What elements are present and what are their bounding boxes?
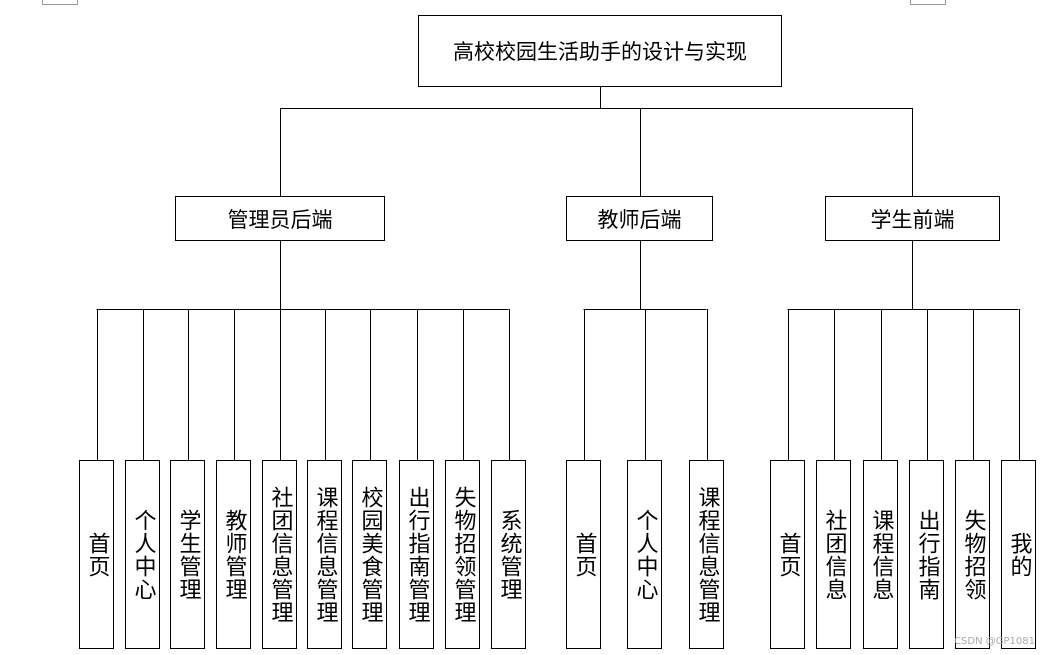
root-title-box: 高校校园生活助手的设计与实现	[418, 15, 782, 87]
leaf-box-teacher-1: 个人中心	[627, 460, 662, 649]
leaf-box-student-5: 我的	[1001, 460, 1036, 649]
leaf-box-admin-5: 课程信息管理	[307, 460, 342, 649]
leaf-box-student-2: 课程信息	[863, 460, 898, 649]
leaf-label: 出行指南管理	[404, 485, 430, 624]
leaf-box-student-3: 出行指南	[909, 460, 944, 649]
group-box-teacher: 教师后端	[566, 196, 713, 241]
leaf-label: 校园美食管理	[357, 485, 383, 624]
page-corner-left	[42, 0, 78, 5]
leaf-box-student-0: 首页	[770, 460, 805, 649]
leaf-box-admin-4: 社团信息管理	[262, 460, 297, 649]
group-label-admin: 管理员后端	[227, 207, 333, 232]
group-label-teacher: 教师后端	[597, 207, 682, 232]
leaf-label: 系统管理	[496, 508, 522, 601]
leaf-box-admin-7: 出行指南管理	[399, 460, 434, 649]
watermark: CSDN @GP1081	[954, 636, 1035, 647]
leaf-box-admin-6: 校园美食管理	[352, 460, 387, 649]
leaf-label: 教师管理	[221, 508, 247, 601]
leaf-label: 首页	[571, 531, 597, 578]
leaf-label: 课程信息管理	[312, 485, 338, 624]
leaf-box-admin-9: 系统管理	[491, 460, 526, 649]
leaf-label: 学生管理	[175, 508, 201, 601]
leaf-label: 课程信息	[868, 508, 894, 601]
leaf-box-admin-8: 失物招领管理	[445, 460, 480, 649]
leaf-box-student-1: 社团信息	[816, 460, 851, 649]
leaf-label: 社团信息管理	[267, 485, 293, 624]
leaf-box-admin-0: 首页	[79, 460, 114, 649]
leaf-label: 个人中心	[130, 508, 156, 601]
group-box-admin: 管理员后端	[175, 196, 385, 241]
group-label-student: 学生前端	[870, 207, 955, 232]
root-title-text: 高校校园生活助手的设计与实现	[453, 40, 747, 64]
leaf-label: 出行指南	[914, 508, 940, 601]
leaf-label: 首页	[84, 531, 110, 578]
leaf-label: 我的	[1006, 531, 1032, 578]
group-box-student: 学生前端	[825, 196, 1000, 241]
leaf-label: 社团信息	[821, 508, 847, 601]
leaf-label: 个人中心	[632, 508, 658, 601]
leaf-box-teacher-0: 首页	[566, 460, 601, 649]
leaf-box-admin-3: 教师管理	[216, 460, 251, 649]
leaf-label: 失物招领	[960, 508, 986, 601]
leaf-label: 失物招领管理	[450, 485, 476, 624]
leaf-box-admin-1: 个人中心	[125, 460, 160, 649]
leaf-box-admin-2: 学生管理	[170, 460, 205, 649]
leaf-label: 课程信息管理	[694, 485, 720, 624]
page-corner-right	[910, 0, 946, 5]
leaf-label: 首页	[775, 531, 801, 578]
leaf-box-student-4: 失物招领	[955, 460, 990, 649]
leaf-box-teacher-2: 课程信息管理	[689, 460, 724, 649]
